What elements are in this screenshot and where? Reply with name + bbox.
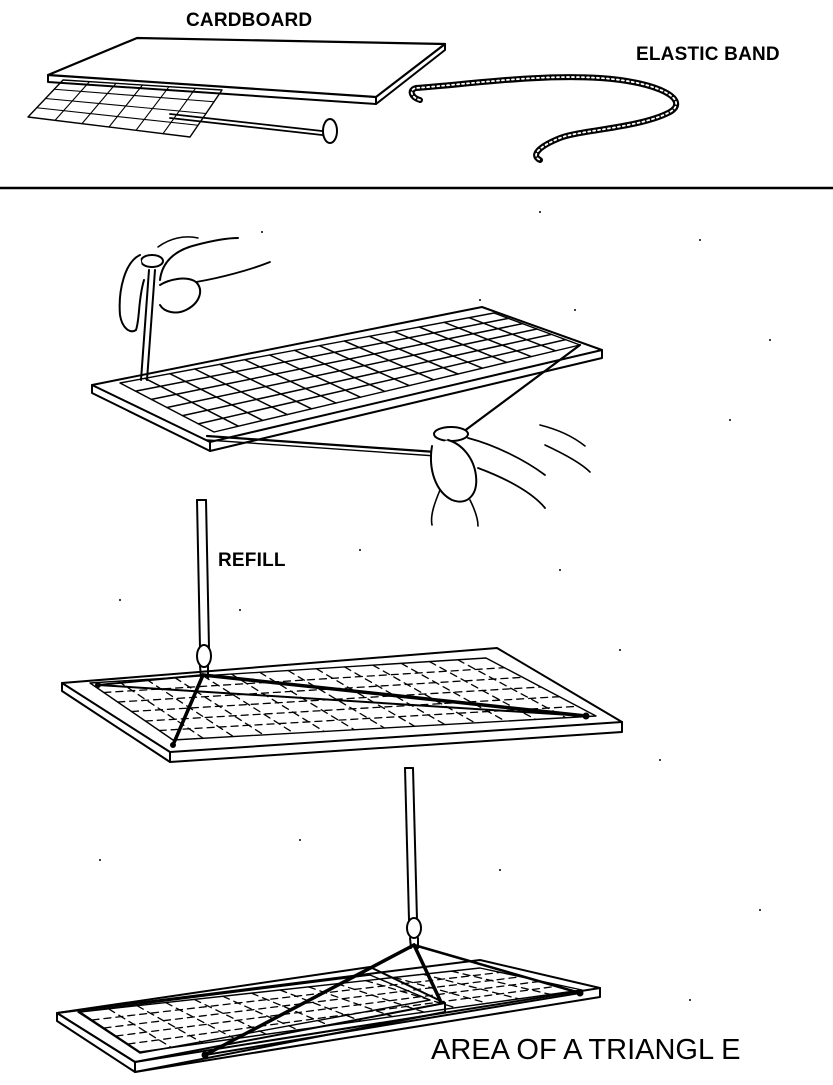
board-refill-triangle-1 [62,648,622,762]
refill-stick-2 [405,768,421,948]
board-nailing [92,307,602,456]
elastic-band [412,77,677,160]
cardboard-label: CARDBOARD [186,10,312,32]
graph-paper-sheet [28,80,222,137]
elastic-band-label: ELASTIC BAND [636,44,780,66]
hand-pulling-elastic [431,425,590,526]
refill-label: REFILL [218,550,286,572]
diagram-title: AREA OF A TRIANGL E [431,1034,740,1067]
refill-stick-1 [197,500,211,678]
